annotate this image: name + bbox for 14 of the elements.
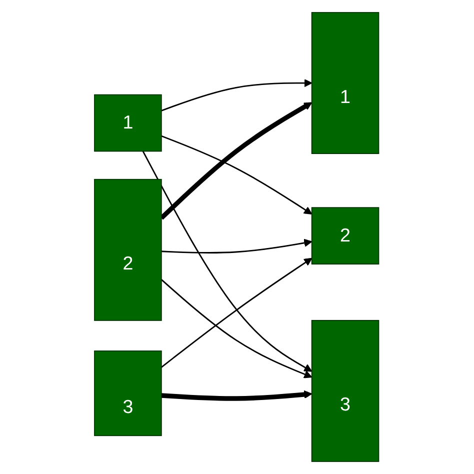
node-box: 1 <box>94 94 162 152</box>
node-box: 3 <box>312 320 380 462</box>
arrow <box>142 150 313 372</box>
arrow <box>162 135 313 214</box>
node-box: 3 <box>94 350 162 436</box>
node-box: 1 <box>312 12 380 154</box>
node-box: 2 <box>94 178 162 321</box>
arrow <box>160 102 313 220</box>
arrow <box>162 390 313 401</box>
arrow <box>161 258 313 368</box>
arrow <box>161 279 313 378</box>
arrow <box>162 238 313 254</box>
node-box: 2 <box>312 207 380 264</box>
arrow <box>162 78 313 112</box>
